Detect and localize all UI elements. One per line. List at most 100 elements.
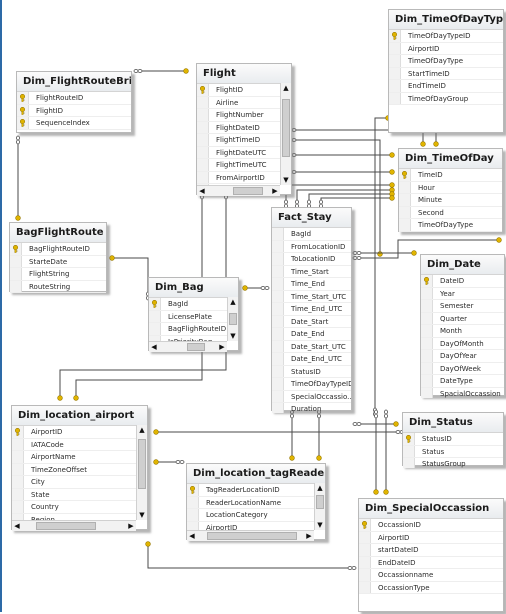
column-row[interactable]: Hour <box>399 181 502 194</box>
column-row[interactable]: Duration <box>272 403 351 413</box>
row-selector[interactable] <box>421 325 433 337</box>
column-row[interactable]: AirportID <box>359 531 503 544</box>
row-selector[interactable] <box>359 556 371 568</box>
scroll-down-icon[interactable]: ▼ <box>230 332 236 340</box>
row-selector[interactable] <box>272 403 284 413</box>
row-selector[interactable] <box>12 513 24 521</box>
horizontal-scrollbar[interactable]: ◀▶ <box>12 520 136 531</box>
column-row[interactable]: ReaderLocationName <box>187 496 314 509</box>
column-row[interactable]: AirportID <box>12 426 136 439</box>
column-row[interactable]: TimeOfDayTypeID <box>272 378 351 391</box>
column-row[interactable]: SequenceIndex <box>17 117 131 130</box>
column-row[interactable]: AirportID <box>389 42 503 55</box>
row-selector[interactable] <box>272 340 284 352</box>
row-selector[interactable] <box>12 426 24 438</box>
table-title[interactable]: Dim_location_tagReader <box>187 464 325 484</box>
row-selector[interactable] <box>399 219 411 231</box>
column-row[interactable]: FlightDateUTC <box>197 146 280 159</box>
row-selector[interactable] <box>389 80 401 92</box>
scroll-left-icon[interactable]: ◀ <box>151 343 157 351</box>
row-selector[interactable] <box>197 146 209 158</box>
column-row[interactable]: Date_Start <box>272 315 351 328</box>
row-selector[interactable] <box>389 67 401 79</box>
row-selector[interactable] <box>197 171 209 183</box>
row-selector[interactable] <box>187 496 199 508</box>
column-row[interactable]: City <box>12 476 136 489</box>
column-row[interactable]: Time_Start_UTC <box>272 290 351 303</box>
row-selector[interactable] <box>359 544 371 556</box>
row-selector[interactable] <box>421 337 433 349</box>
scroll-thumb[interactable] <box>36 522 96 530</box>
scroll-thumb[interactable] <box>282 99 290 157</box>
row-selector[interactable] <box>272 265 284 277</box>
column-row[interactable]: TimeZoneOffset <box>12 463 136 476</box>
column-row[interactable]: Time_End_UTC <box>272 303 351 316</box>
row-selector[interactable] <box>421 287 433 299</box>
relationship-line[interactable] <box>374 117 388 412</box>
row-selector[interactable] <box>12 501 24 513</box>
horizontal-scrollbar[interactable]: ◀▶ <box>187 530 314 541</box>
column-row[interactable]: Country <box>12 501 136 514</box>
row-selector[interactable] <box>10 243 22 255</box>
column-row[interactable]: Minute <box>399 194 502 207</box>
row-selector[interactable] <box>403 445 415 457</box>
column-row[interactable]: DayOfWeek <box>421 362 504 375</box>
row-selector[interactable] <box>421 350 433 362</box>
row-selector[interactable] <box>10 268 22 280</box>
table-title[interactable]: Dim_Status <box>403 413 503 433</box>
table-title[interactable]: Dim_Date <box>421 255 504 275</box>
scroll-down-icon[interactable]: ▼ <box>139 511 145 519</box>
row-selector[interactable] <box>389 92 401 104</box>
table-title[interactable]: Fact_Stay <box>272 208 351 228</box>
table-title[interactable]: Flight <box>197 64 291 84</box>
row-selector[interactable] <box>17 104 29 116</box>
column-row[interactable]: Status <box>403 445 503 458</box>
row-selector[interactable] <box>399 181 411 193</box>
scroll-left-icon[interactable]: ◀ <box>14 522 20 530</box>
row-selector[interactable] <box>149 335 161 342</box>
scroll-thumb[interactable] <box>316 495 324 509</box>
column-row[interactable]: EndDateID <box>359 556 503 569</box>
column-row[interactable]: OccassionType <box>359 581 503 594</box>
row-selector[interactable] <box>389 55 401 67</box>
relationship-line[interactable] <box>112 257 149 296</box>
column-row[interactable]: Time_Start <box>272 265 351 278</box>
row-selector[interactable] <box>197 109 209 121</box>
row-selector[interactable] <box>149 298 161 310</box>
column-row[interactable]: FromAirportID <box>197 171 280 184</box>
column-row[interactable]: Region <box>12 513 136 521</box>
row-selector[interactable] <box>421 312 433 324</box>
column-row[interactable]: FlightString <box>10 268 106 281</box>
table-title[interactable]: Dim_TimeOfDayType <box>389 10 503 30</box>
row-selector[interactable] <box>421 300 433 312</box>
column-row[interactable]: FlightDateID <box>197 121 280 134</box>
row-selector[interactable] <box>272 253 284 265</box>
column-row[interactable]: DayOfYear <box>421 350 504 363</box>
row-selector[interactable] <box>272 278 284 290</box>
row-selector[interactable] <box>421 275 433 287</box>
scroll-right-icon[interactable]: ▶ <box>128 522 134 530</box>
column-row[interactable]: FlightTimeID <box>197 134 280 147</box>
column-row[interactable]: Occassionname <box>359 569 503 582</box>
column-row[interactable]: IATACode <box>12 438 136 451</box>
column-row[interactable]: StarteDate <box>10 255 106 268</box>
relationship-line[interactable] <box>147 544 352 569</box>
column-row[interactable]: Month <box>421 325 504 338</box>
column-row[interactable]: Year <box>421 287 504 300</box>
column-row[interactable]: SpacialOccassion <box>421 387 504 398</box>
scroll-up-icon[interactable]: ▲ <box>139 426 145 434</box>
column-row[interactable]: OccassionID <box>359 519 503 532</box>
row-selector[interactable] <box>10 280 22 292</box>
column-row[interactable]: FlightID <box>17 104 131 117</box>
column-row[interactable]: TimeOfDayType <box>389 55 503 68</box>
row-selector[interactable] <box>359 531 371 543</box>
